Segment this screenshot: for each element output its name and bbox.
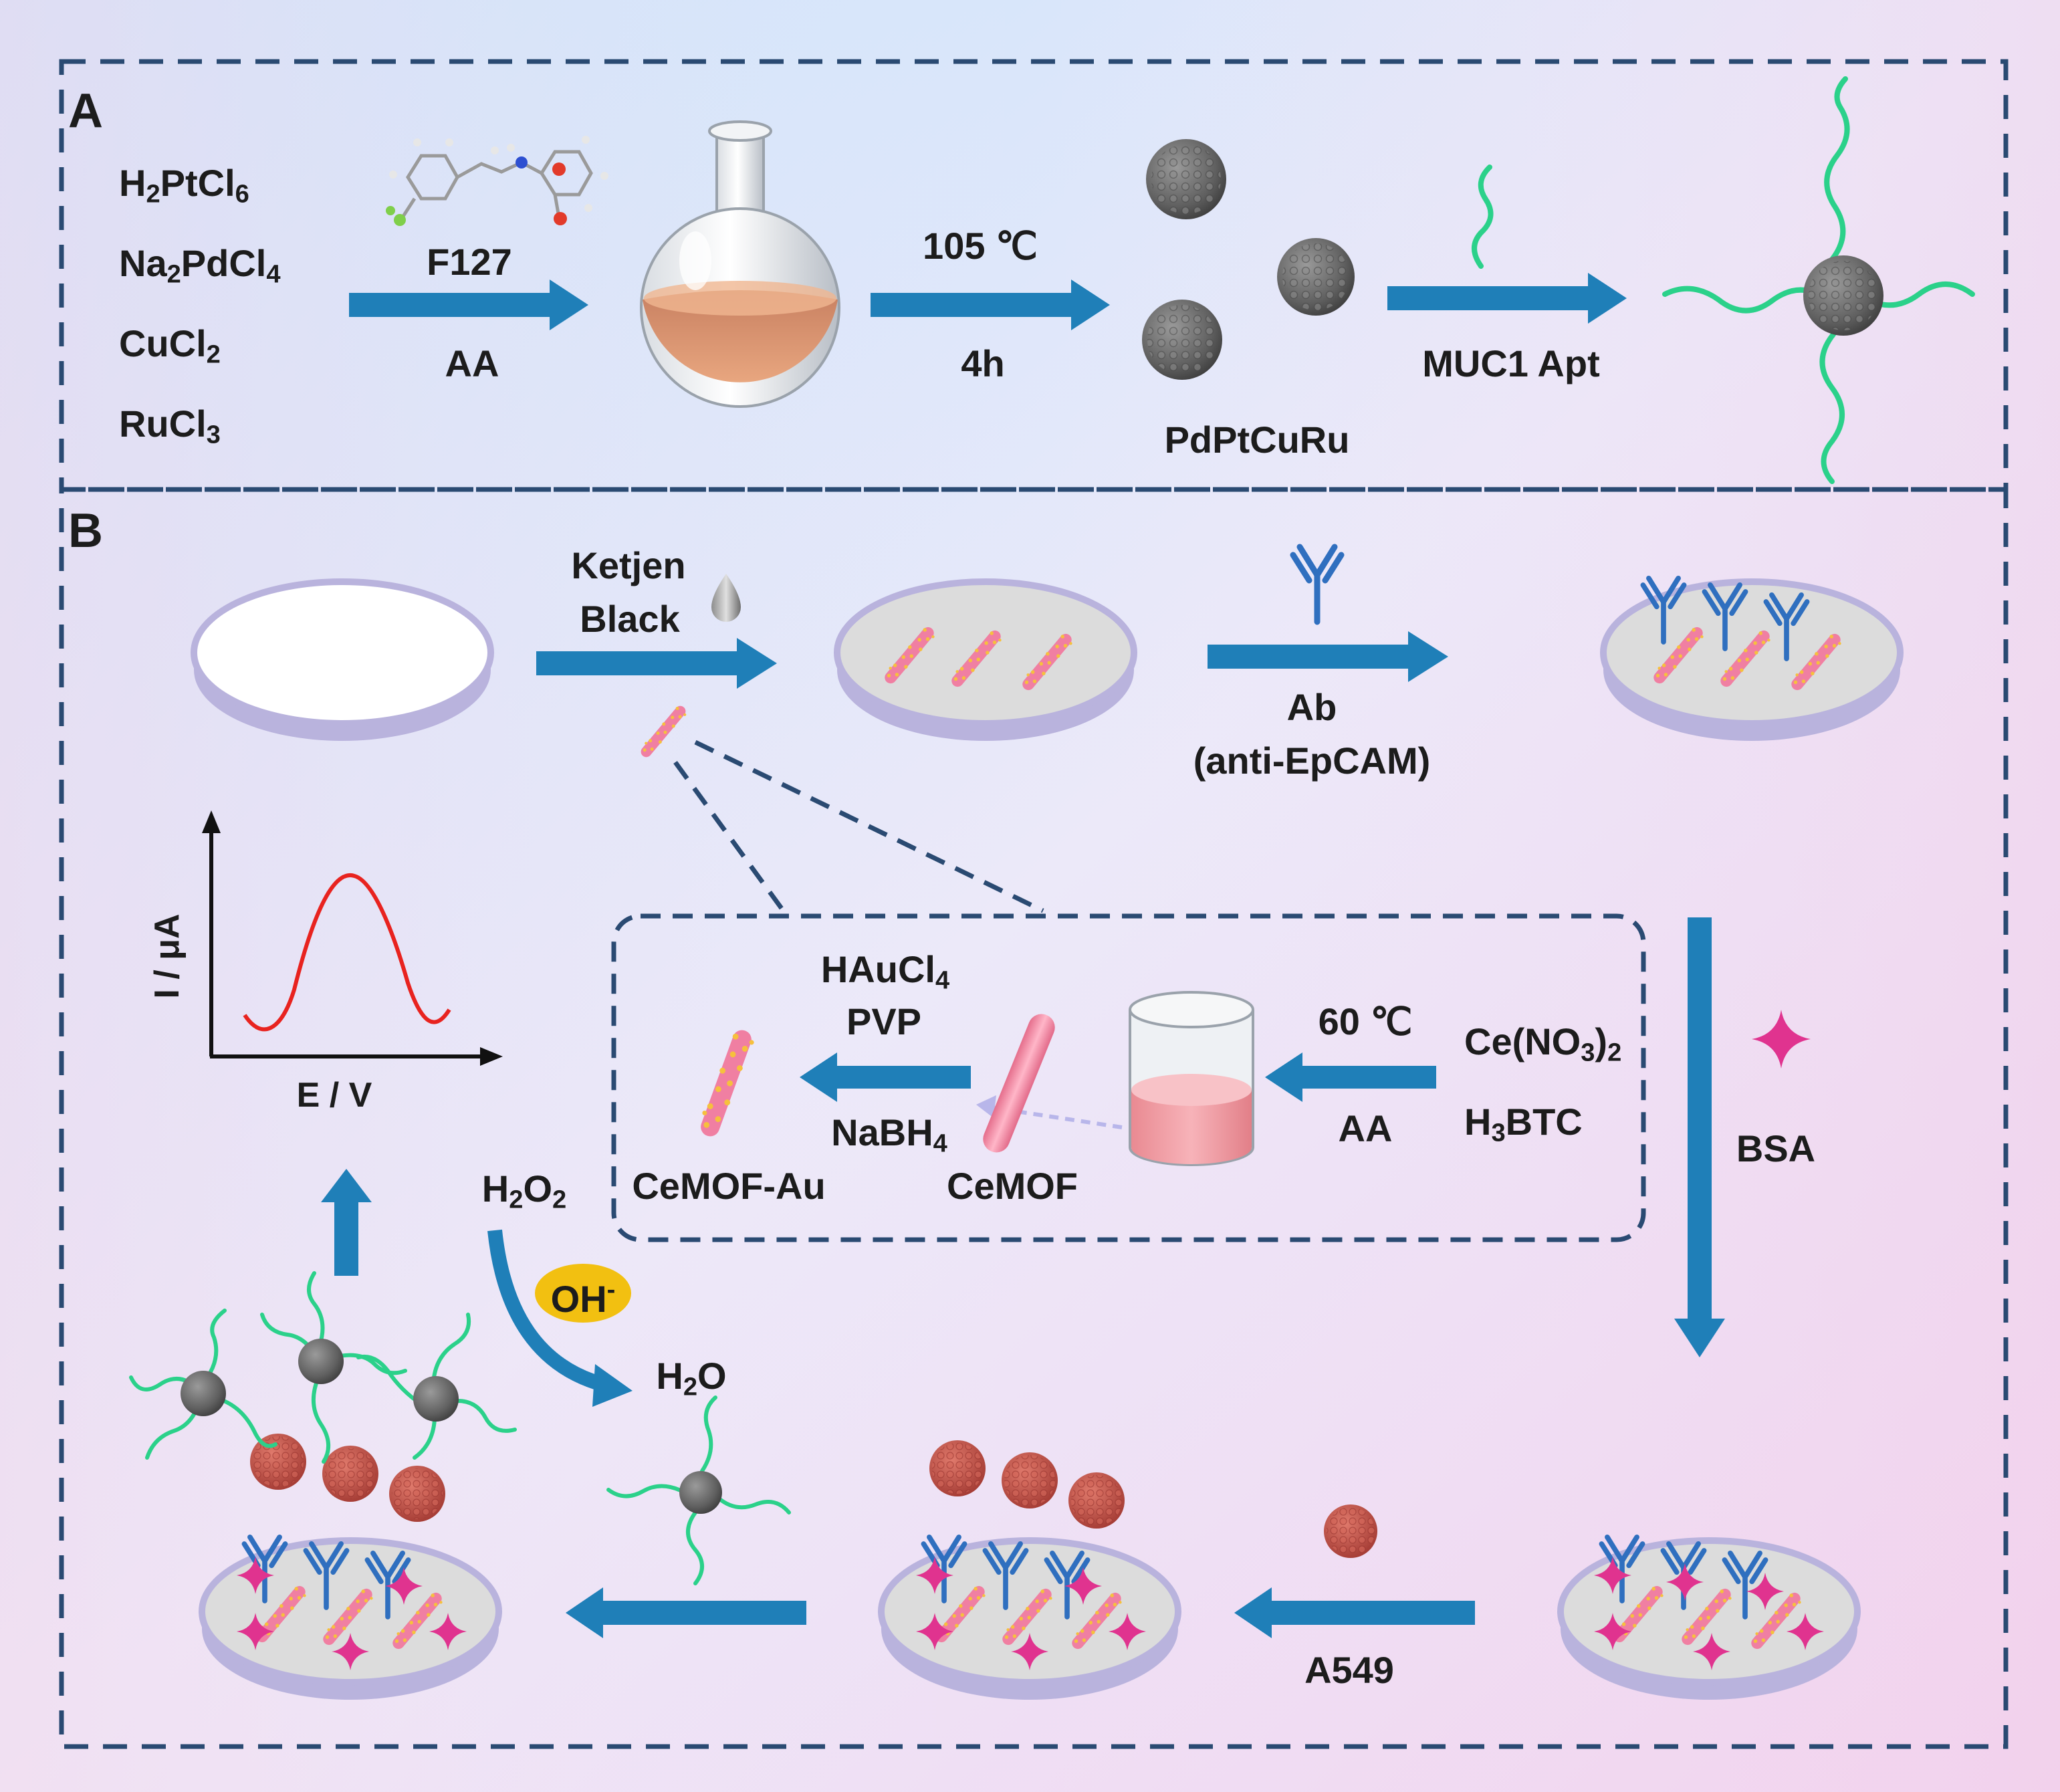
beaker-icon: [1129, 991, 1254, 1166]
apt-nanozyme-probe: [1662, 76, 1975, 484]
label-ab: Ab: [1286, 686, 1337, 728]
cemof-au-synthesis-inset: [611, 913, 1646, 1242]
reagent-cucl2: CuCl2: [119, 322, 221, 369]
label-pdptcuru: PdPtCuRu: [1164, 419, 1350, 461]
label-ceno3: Ce(NO3)2: [1464, 1020, 1622, 1067]
faint-arrow: [976, 1095, 1123, 1129]
label-h2o: H2O: [656, 1355, 727, 1402]
label-muc1-apt: MUC1 Apt: [1422, 342, 1600, 384]
arrow-inset-au: [800, 1052, 971, 1102]
a549-cell-icon: [1324, 1504, 1377, 1558]
label-time-a: 4h: [961, 342, 1005, 384]
label-f127: F127: [427, 241, 512, 283]
panel-label-b: B: [68, 504, 103, 558]
panel-b-frame: [59, 487, 2009, 1749]
arrow-bsa: [1674, 917, 1725, 1357]
label-ketjen: Ketjen: [571, 544, 686, 586]
arrow-ab: [1208, 631, 1448, 682]
round-flask-icon: [640, 120, 840, 408]
kb-cemof-electrode: [834, 578, 1137, 741]
reagent-na2pdcl4: Na2PdCl4: [119, 242, 281, 289]
bound-apt-nanozyme-probes: [129, 1271, 517, 1464]
label-h3btc: H3BTC: [1464, 1101, 1583, 1147]
f127-molecule-icon: [386, 136, 608, 226]
cemof-rod: [983, 1014, 1055, 1153]
plot-xlabel: E / V: [296, 1076, 372, 1115]
catalysis-arrow: [487, 1229, 633, 1407]
label-h2o2: H2O2: [481, 1167, 567, 1214]
label-aa-b: AA: [1338, 1107, 1393, 1149]
arrow-a3: [1387, 273, 1627, 324]
released-apt-nanozyme: [606, 1395, 791, 1585]
bsa-blocked-electrode: [1557, 1537, 1861, 1700]
droplet-icon: [711, 574, 741, 622]
reagent-rucl3: RuCl3: [119, 403, 221, 449]
cv-plot: [202, 810, 503, 1066]
label-cemof: CeMOF: [947, 1165, 1078, 1207]
label-haucl4: HAuCl4: [820, 948, 950, 995]
bare-electrode: [191, 578, 494, 741]
arrow-a549: [1234, 1587, 1475, 1638]
label-cemof-au: CeMOF-Au: [632, 1165, 826, 1207]
label-oh: OH-: [550, 1276, 616, 1320]
cell-captured-electrode: [878, 1440, 1181, 1700]
ab-electrode: [1600, 578, 1904, 741]
label-aa-a: AA: [445, 342, 499, 384]
plot-ylabel: I / μA: [148, 913, 187, 999]
sandwich-electrode: [199, 1434, 502, 1700]
arrow-probe: [566, 1587, 806, 1638]
aptamer-strand-icon: [1472, 164, 1494, 269]
zoom-line-right: [694, 740, 1044, 913]
reagent-h2ptcl6: H2PtCl6: [119, 162, 249, 209]
arrow-a2: [871, 279, 1110, 330]
arrow-ketjen: [536, 638, 777, 689]
panel-label-a: A: [68, 84, 103, 138]
arrow-up-readout: [321, 1169, 372, 1276]
label-a549: A549: [1304, 1649, 1394, 1691]
arrow-a1: [349, 279, 588, 330]
label-nabh4: NaBH4: [831, 1111, 947, 1158]
arrow-inset-synthesis: [1265, 1052, 1436, 1102]
label-temp-a: 105 ℃: [923, 225, 1038, 267]
label-bsa: BSA: [1736, 1127, 1816, 1169]
label-black: Black: [580, 598, 680, 640]
label-pvp: PVP: [846, 1000, 922, 1042]
oh-badge: [535, 1264, 631, 1323]
label-temp-b: 60 ℃: [1318, 1000, 1413, 1042]
label-anti-epcam: (anti-EpCAM): [1193, 740, 1431, 782]
